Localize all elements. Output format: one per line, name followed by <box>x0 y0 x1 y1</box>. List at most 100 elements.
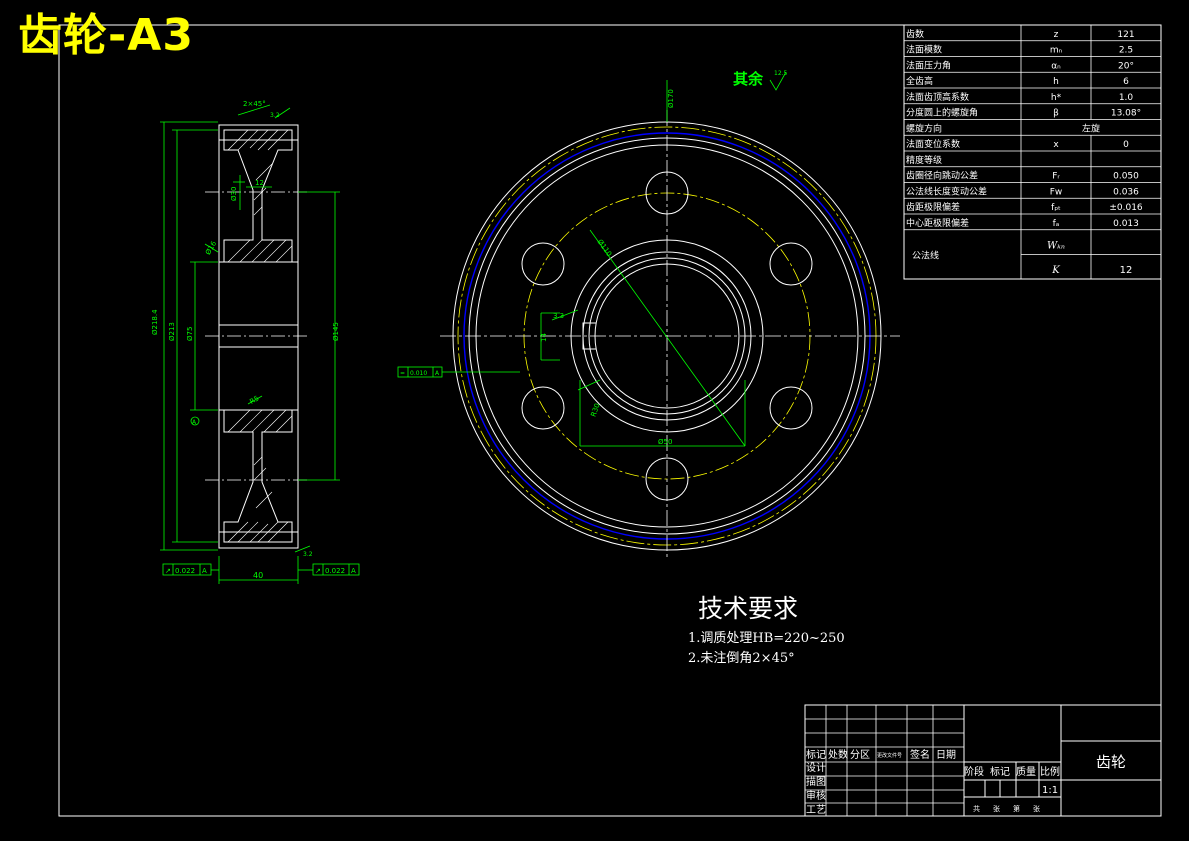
part-name: 齿轮 <box>1096 753 1126 771</box>
param-symbol: fₚₜ <box>1051 203 1061 213</box>
param-symbol: x <box>1053 140 1059 150</box>
param-symbol: αₙ <box>1051 61 1061 71</box>
tol-right-sym: ↗ <box>315 567 321 575</box>
sheet-3: 张 <box>1033 804 1040 813</box>
param-name: 公法线长度变动公差 <box>906 185 987 197</box>
width-label: 40 <box>253 571 263 580</box>
tech-requirements-heading: 技术要求 <box>698 594 799 623</box>
param-value: 0 <box>1123 140 1129 150</box>
param-value: 0.036 <box>1113 187 1139 197</box>
param-name: 法面压力角 <box>906 59 951 71</box>
param-value: 0.013 <box>1113 219 1139 229</box>
side-dimensions <box>160 104 360 584</box>
d-16-label: Ø16 <box>204 239 218 256</box>
param-value: 20° <box>1118 61 1134 71</box>
gongfaxian-symbol: Wₖₙ <box>1047 240 1065 251</box>
param-table: 齿数 z 121 法面模数 mₙ 2.5 法面压力角 αₙ 20° 全齿高 h 6 法面齿顶高系数 h* 1… <box>903 24 1162 280</box>
sheet-2: 第 <box>1013 804 1020 813</box>
param-value: 2.5 <box>1119 46 1133 56</box>
tech-requirement-1: 1.调质处理HB=220~250 <box>688 631 845 646</box>
roughness-note: 其余 12.5 <box>733 70 788 91</box>
d-hole-label: Ø30 <box>230 187 238 201</box>
param-name: 齿圈径向跳动公差 <box>906 170 978 182</box>
hdr-4: 签名 <box>910 748 930 761</box>
roughness-label: 其余 <box>733 70 764 88</box>
front-dim-texts: Ø170 Ø110 14 3.3 R30 Ø50 = 0.010 A <box>400 89 675 446</box>
keyway <box>582 322 596 350</box>
key-w-label: 14 <box>540 333 548 342</box>
scale-value: 1:1 <box>1042 785 1058 796</box>
param-name: 法面模数 <box>906 44 942 56</box>
tol-left-val: 0.022 <box>175 567 195 575</box>
hdr-1: 处数 <box>828 748 848 761</box>
param-name: 法面齿顶高系数 <box>906 91 969 103</box>
param-symbol: Fᵣ <box>1052 172 1060 182</box>
param-name: 分度圆上的螺旋角 <box>906 107 978 119</box>
param-value: 0.050 <box>1113 172 1139 182</box>
fillet-label: R5 <box>248 394 260 406</box>
stage-h1: 标记 <box>990 766 1010 778</box>
sheet-border <box>58 24 1162 817</box>
gongfaxian-symbol: K <box>1051 265 1060 276</box>
param-name: 螺旋方向 <box>906 122 942 134</box>
tol-left-sym: ↗ <box>165 567 171 575</box>
param-symbol: z <box>1054 30 1059 40</box>
sheet-0: 共 <box>973 804 980 813</box>
side-dim-texts: 2×45° 3.2 Ø218.4 Ø213 Ø75 Ø145 Ø30 12 Ø1… <box>151 100 356 580</box>
param-value: ±0.016 <box>1109 203 1143 213</box>
d-outer-label: Ø218.4 <box>151 309 159 335</box>
role-3: 工艺 <box>806 804 826 816</box>
param-symbol: β <box>1053 109 1059 119</box>
d-145-label: Ø145 <box>332 322 340 341</box>
chamfer-label: 2×45° <box>243 100 266 108</box>
pcd-label: Ø110 <box>596 238 614 258</box>
param-symbol: h <box>1053 77 1059 87</box>
param-value: 6 <box>1123 77 1129 87</box>
drawing-title: 齿轮-A3 <box>18 10 194 61</box>
role-1: 描图 <box>806 775 826 788</box>
param-name: 全齿高 <box>906 75 933 87</box>
param-symbol: h* <box>1051 93 1062 103</box>
param-name: 精度等级 <box>906 154 942 166</box>
side-section-view <box>205 124 310 549</box>
front-view <box>440 110 900 560</box>
param-value: 121 <box>1117 30 1134 40</box>
param-name: 法面变位系数 <box>906 138 960 150</box>
roughness-value: 12.5 <box>774 70 788 77</box>
param-name: 中心距极限偏差 <box>906 217 969 229</box>
param-value: 1.0 <box>1119 93 1134 103</box>
param-symbol: mₙ <box>1050 46 1063 56</box>
flat-tol-val: 0.010 <box>410 370 427 377</box>
param-value: 左旋 <box>1082 122 1100 134</box>
param-symbol: fₐ <box>1053 219 1060 229</box>
stage-h3: 比例 <box>1040 765 1060 778</box>
d-root-label: Ø213 <box>168 322 176 341</box>
r-12-label: 12 <box>255 179 264 187</box>
gongfaxian-value: 12 <box>1120 265 1133 276</box>
title-block-texts: 齿轮 1:1 阶段 标记 质量 比例 共 张 第 张 标记 处数 分区 更改文件… <box>806 748 1126 816</box>
role-0: 设计 <box>806 761 826 774</box>
d-170-label: Ø170 <box>667 89 675 108</box>
param-name: 齿数 <box>906 28 924 40</box>
hdr-5: 日期 <box>936 749 956 761</box>
rough-right-label: 3.2 <box>303 551 313 558</box>
sheet-1: 张 <box>993 804 1000 813</box>
d-75-label: Ø75 <box>186 327 194 341</box>
param-symbol: Fw <box>1050 187 1063 197</box>
key-d-label: 3.3 <box>553 312 564 320</box>
gongfaxian-label: 公法线 <box>912 249 939 261</box>
hdr-0: 标记 <box>806 749 826 761</box>
tol-right-datum: A <box>351 567 356 575</box>
role-2: 审核 <box>806 789 826 802</box>
param-value: 13.08° <box>1111 109 1141 119</box>
hdr-2: 分区 <box>850 749 870 761</box>
span-label: Ø50 <box>658 438 672 446</box>
datum-label: A <box>192 419 197 426</box>
stage-h2: 质量 <box>1016 766 1036 778</box>
front-dimensions <box>397 80 746 447</box>
flat-tol-sym: = <box>400 370 405 377</box>
rough-top-label: 3.2 <box>270 112 280 119</box>
title-block <box>804 704 1162 817</box>
hdr-3: 更改文件号 <box>877 752 902 759</box>
